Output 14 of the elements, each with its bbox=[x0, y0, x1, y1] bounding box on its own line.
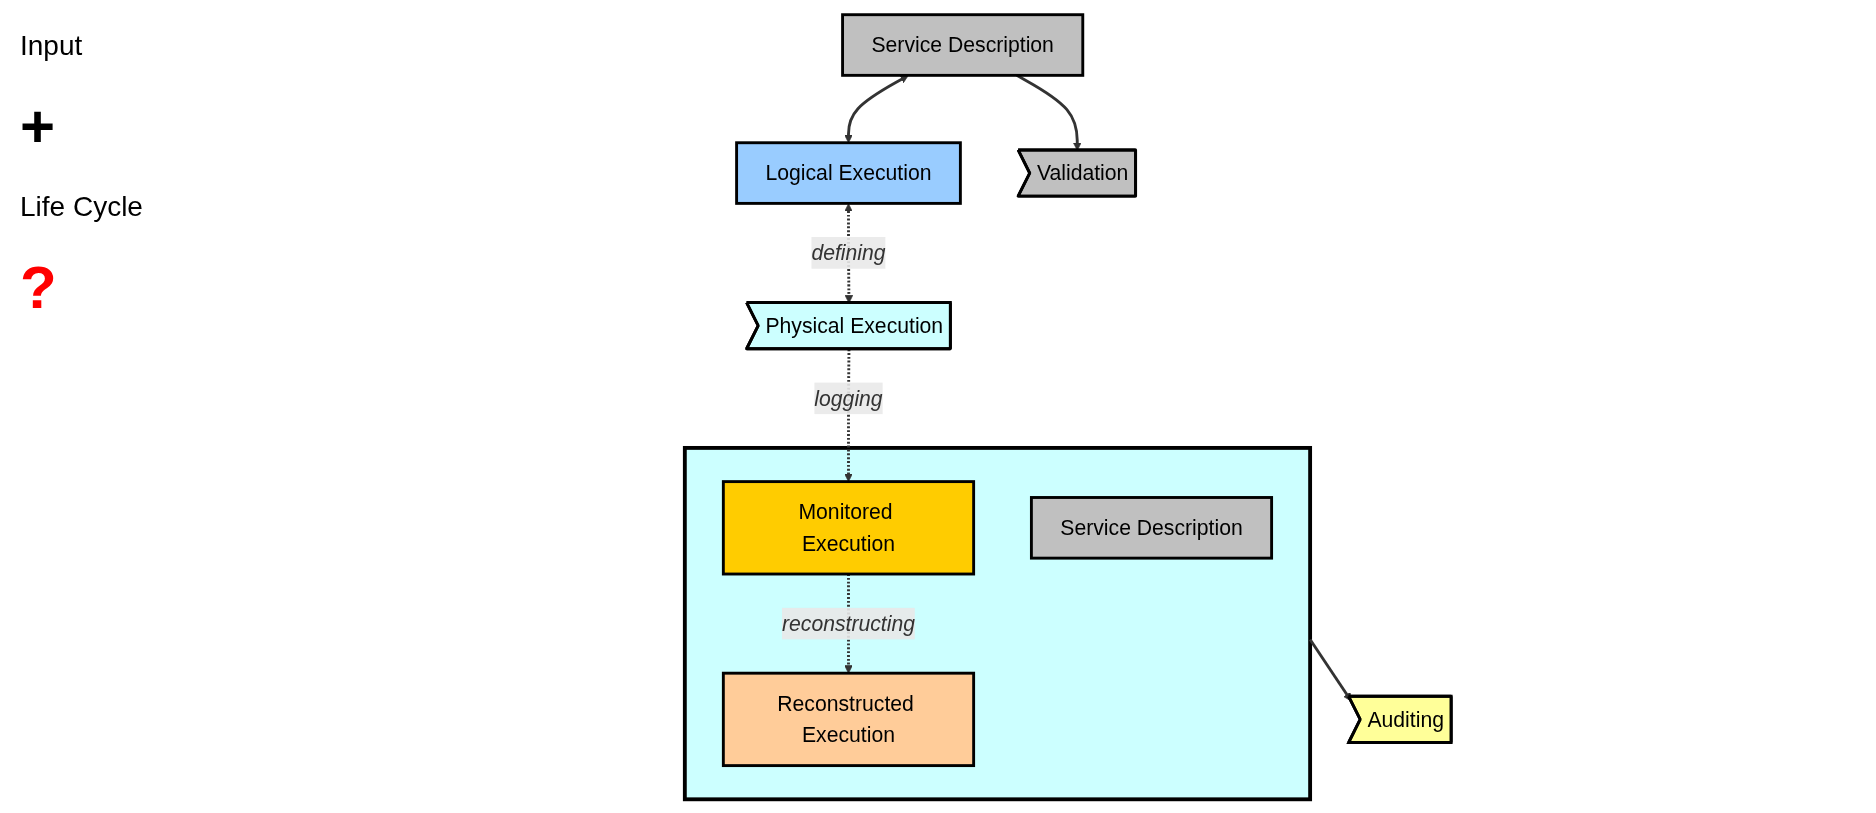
edge-label: defining bbox=[811, 240, 886, 265]
arrow bbox=[844, 74, 909, 143]
question-mark: ? bbox=[20, 253, 58, 322]
edge-label: logging bbox=[814, 385, 883, 410]
node-box: Logical Execution bbox=[735, 140, 962, 205]
cluster bbox=[682, 445, 1313, 801]
plus-sign: + bbox=[20, 92, 57, 161]
node-box: Reconstructed Execution bbox=[721, 671, 976, 767]
node-box: Service Description bbox=[1029, 495, 1274, 560]
row-label: Input bbox=[20, 30, 84, 62]
edge-label: reconstructing bbox=[781, 611, 916, 636]
node-box: Monitored Execution bbox=[721, 479, 976, 575]
row-label: Life Cycle bbox=[20, 191, 144, 223]
node-box: Service Description bbox=[841, 12, 1085, 77]
